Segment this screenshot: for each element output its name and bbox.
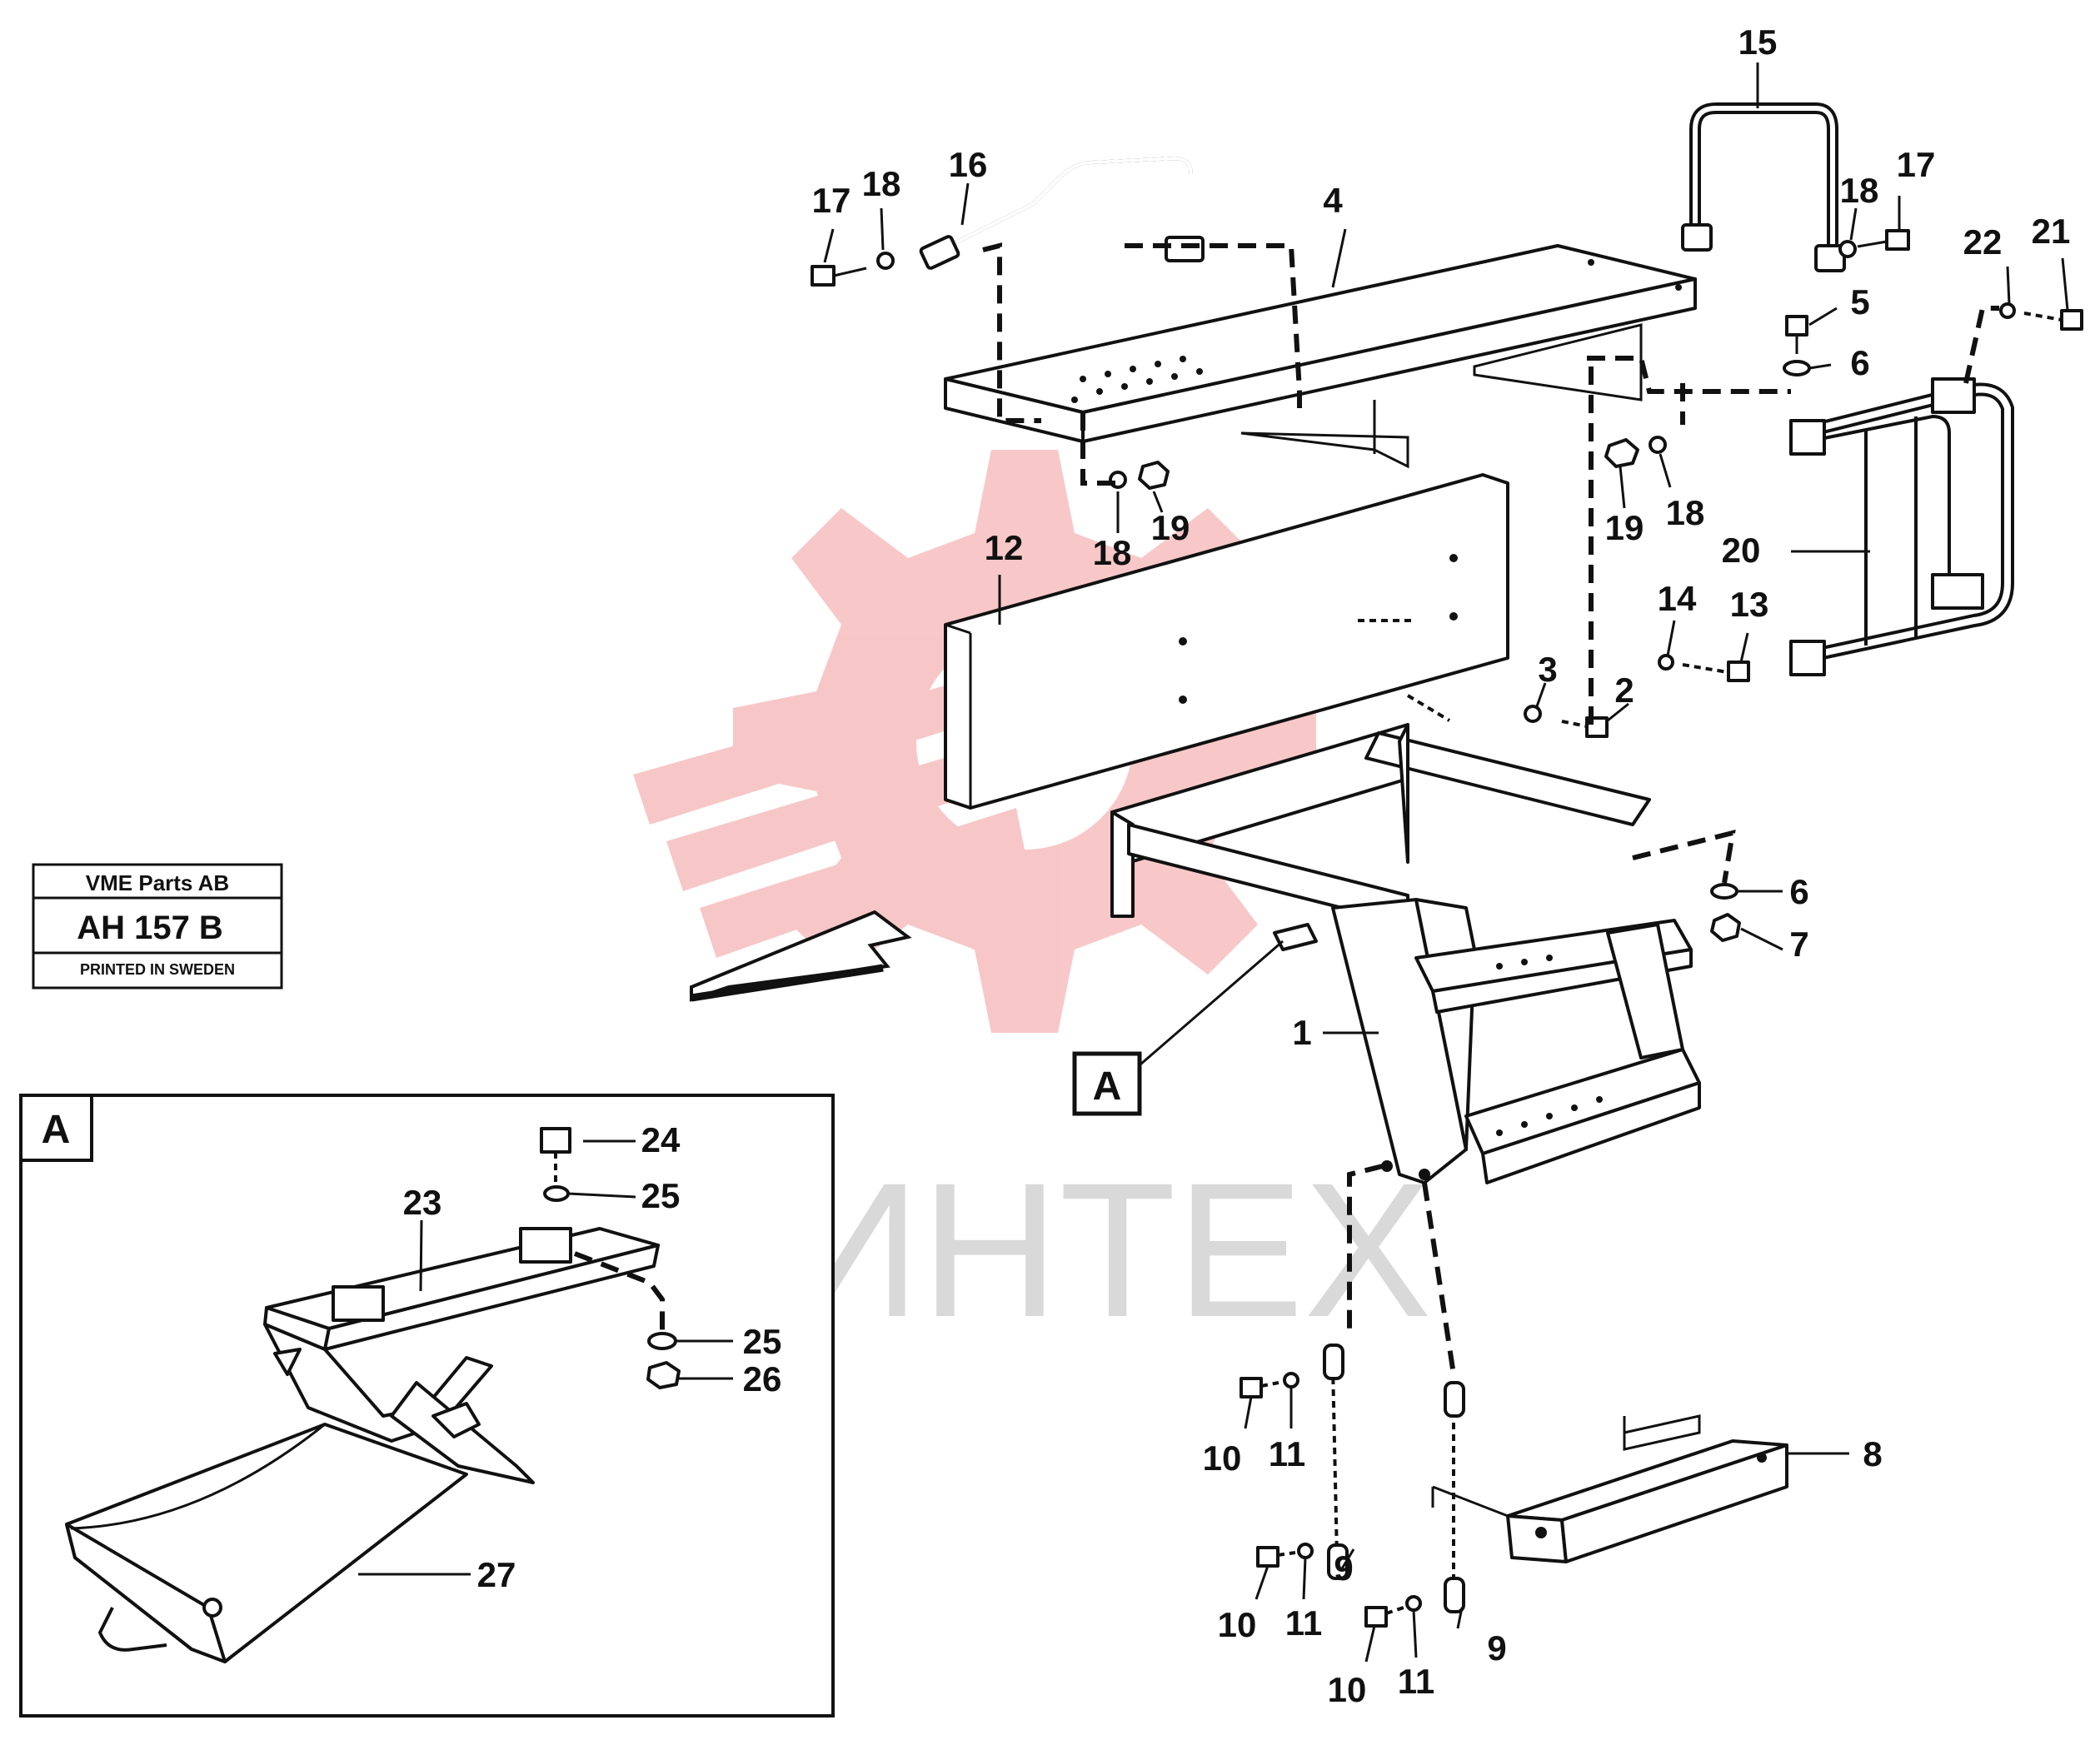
stamp-footer: PRINTED IN SWEDEN — [80, 961, 235, 978]
label-24: 24 — [641, 1120, 681, 1159]
label-19-mid: 19 — [1605, 508, 1644, 547]
washer-18-right — [1838, 240, 1857, 258]
step-frame-1 — [1110, 723, 1701, 1184]
label-27: 27 — [477, 1555, 516, 1594]
back-plate-12 — [944, 473, 1509, 810]
hand-rail-15 — [1681, 102, 1846, 272]
label-11-b: 11 — [1285, 1603, 1322, 1643]
label-11-c: 11 — [1398, 1662, 1434, 1701]
label-10-a: 10 — [1203, 1438, 1242, 1478]
label-4: 4 — [1323, 181, 1343, 220]
bolt-10-b — [1256, 1546, 1296, 1568]
bolt-13 — [1682, 661, 1750, 682]
label-19-low: 19 — [1151, 508, 1190, 547]
watermark-stripe-1 — [633, 675, 991, 825]
detail-letter: A — [42, 1108, 71, 1152]
label-10-c: 10 — [1328, 1670, 1367, 1709]
label-18-low: 18 — [1093, 533, 1132, 572]
label-12: 12 — [985, 528, 1024, 567]
label-6-top: 6 — [1850, 343, 1869, 382]
washer-6-top — [1783, 360, 1811, 376]
label-6-mid: 6 — [1789, 872, 1808, 911]
label-17-left: 17 — [812, 181, 851, 220]
washer-14 — [1658, 654, 1674, 671]
watermark-stripe-3 — [700, 808, 1025, 958]
label-10-b: 10 — [1218, 1605, 1257, 1644]
washer-11-a — [1283, 1372, 1299, 1389]
label-18-mid: 18 — [1666, 493, 1705, 532]
nut-19-mid — [1604, 438, 1639, 468]
bolt-5 — [1785, 315, 1808, 354]
washer-18-left — [876, 252, 895, 270]
watermark-stripe-2 — [666, 741, 1008, 891]
label-25-bottom: 25 — [743, 1322, 782, 1361]
label-22: 22 — [1963, 222, 2003, 262]
lower-step-8 — [1431, 1414, 1788, 1563]
part-labels: 15 16 17 18 4 18 17 22 21 5 6 19 18 18 1… — [403, 22, 2071, 1709]
stamp-company: VME Parts AB — [86, 870, 229, 895]
label-16: 16 — [949, 145, 988, 184]
fasteners — [811, 229, 2083, 1628]
label-21: 21 — [2032, 212, 2071, 251]
washer-6-mid — [1710, 883, 1738, 900]
stamp-code: AH 157 B — [77, 910, 223, 946]
label-13: 13 — [1730, 585, 1769, 624]
label-7: 7 — [1789, 925, 1808, 964]
label-1: 1 — [1292, 1013, 1311, 1052]
bolt-10-c — [1364, 1606, 1404, 1628]
bolt-17-right — [1857, 229, 1910, 251]
chain-left-9 — [1323, 1344, 1349, 1580]
bolt-17-left — [811, 265, 867, 287]
label-23: 23 — [403, 1183, 442, 1222]
label-26: 26 — [743, 1359, 782, 1398]
top-platform — [944, 244, 1697, 469]
label-14: 14 — [1658, 579, 1697, 618]
detail-inset: A — [19, 1094, 835, 1718]
label-11-a: 11 — [1269, 1434, 1305, 1473]
washer-22 — [1999, 302, 2016, 319]
washer-3 — [1524, 705, 1542, 723]
label-2: 2 — [1614, 671, 1634, 710]
nut-7 — [1710, 913, 1741, 942]
callout-letter: A — [1093, 1064, 1122, 1109]
watermark-text: ИНТЕХ — [783, 1143, 1432, 1357]
bolt-2 — [1561, 716, 1609, 738]
stamp-box: VME Parts AB AH 157 B PRINTED IN SWEDEN — [32, 863, 283, 990]
label-25-top: 25 — [641, 1176, 681, 1215]
label-18-left: 18 — [862, 164, 901, 203]
platform-holes — [1071, 259, 1682, 403]
label-18-right: 18 — [1840, 171, 1879, 210]
label-9-b: 9 — [1487, 1628, 1506, 1668]
assembly-dashed-lines — [982, 242, 1999, 1375]
washer-11-b — [1297, 1543, 1314, 1559]
bolt-10-a — [1240, 1377, 1279, 1398]
chain-right-9 — [1444, 1381, 1465, 1613]
detail-callout: A — [1072, 940, 1284, 1116]
leader-lines — [358, 62, 2069, 1663]
direction-arrow — [690, 910, 912, 1002]
guard-rail-20 — [1789, 377, 2014, 676]
label-8: 8 — [1863, 1434, 1882, 1473]
label-3: 3 — [1538, 650, 1557, 689]
label-20: 20 — [1722, 531, 1761, 570]
label-9-a: 9 — [1334, 1548, 1353, 1588]
bolt-21 — [2023, 309, 2083, 331]
label-5: 5 — [1850, 282, 1869, 322]
nut-19-low — [1138, 461, 1170, 490]
washer-11-c — [1405, 1595, 1422, 1612]
label-17-right: 17 — [1897, 145, 1936, 184]
label-15: 15 — [1738, 22, 1778, 62]
hand-rail-16 — [919, 156, 1205, 270]
washer-18-mid — [1649, 436, 1667, 454]
